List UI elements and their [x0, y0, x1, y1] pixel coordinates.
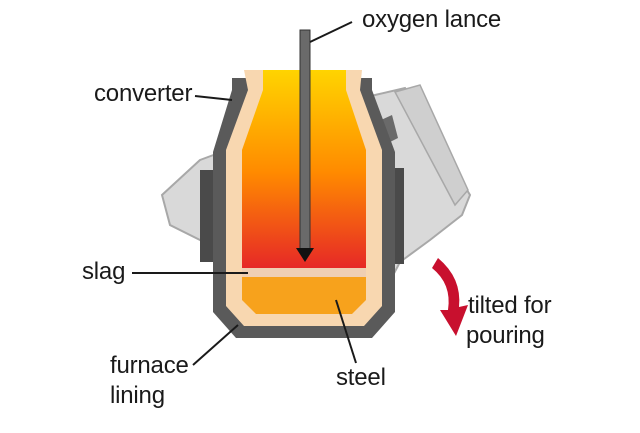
leader-steel: [335, 299, 357, 364]
tilt-arrow-icon: [432, 258, 468, 336]
leader-furnace-lining: [192, 324, 239, 366]
label-furnace-lining-1: furnace: [110, 352, 189, 379]
label-steel: steel: [336, 364, 386, 391]
slag-layer: [242, 268, 366, 277]
label-furnace-lining-2: lining: [110, 382, 165, 409]
label-converter: converter: [94, 80, 193, 107]
label-tilted-2: pouring: [466, 322, 545, 349]
leader-converter: [194, 95, 233, 101]
label-slag: slag: [82, 258, 126, 285]
label-oxygen-lance: oxygen lance: [362, 6, 502, 33]
steel-pool: [242, 277, 366, 314]
leader-oxygen-lance: [309, 21, 353, 43]
oxygen-lance: [299, 29, 311, 253]
lance-arrow-icon: [296, 248, 314, 262]
label-tilted-1: tilted for: [468, 292, 552, 319]
ghost-rim: [393, 84, 469, 207]
